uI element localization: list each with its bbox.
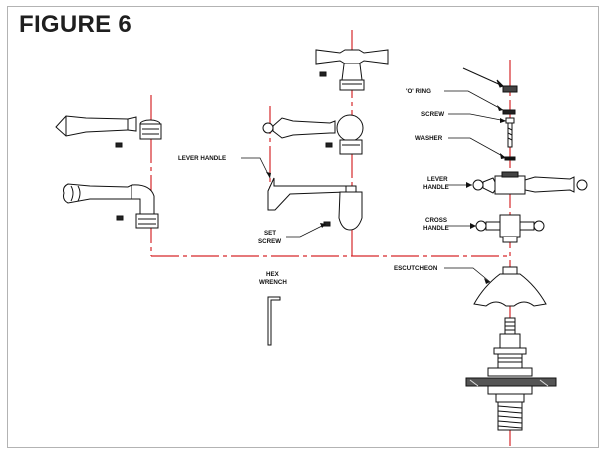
screw xyxy=(505,117,515,148)
set-screw-label-line1: SET xyxy=(264,230,276,237)
right-cap xyxy=(462,67,518,93)
right-cross-handle xyxy=(475,214,545,243)
o-ring-label: 'O' RING xyxy=(406,88,431,95)
washer xyxy=(504,156,516,161)
left-lever-handle-lower xyxy=(63,183,159,229)
o-ring xyxy=(502,109,516,115)
middle-lever-handle-elbow xyxy=(267,177,363,231)
hex-wrench-label-line2: WRENCH xyxy=(259,279,287,286)
set-screw-label-line2: SCREW xyxy=(258,238,281,245)
right-lever-handle xyxy=(472,171,588,195)
left-lever-handle-upper xyxy=(55,115,162,148)
figure-title: FIGURE 6 xyxy=(19,11,133,38)
top-cross-handle xyxy=(315,49,389,91)
valve-body xyxy=(465,317,557,431)
washer-label: WASHER xyxy=(415,135,443,142)
middle-lever-handle xyxy=(262,114,364,155)
cross-handle-label-line2: HANDLE xyxy=(423,225,449,232)
hex-wrench-label-line1: HEX xyxy=(266,271,280,278)
center-lines xyxy=(150,30,511,446)
leader-arrows xyxy=(266,105,506,284)
cross-handle-label-line1: CROSS xyxy=(425,217,447,224)
lever-handle-right-label-line1: LEVER xyxy=(427,176,448,183)
lever-handle-center-label: LEVER HANDLE xyxy=(178,155,226,162)
figure-border xyxy=(7,6,599,448)
escutcheon-label: ESCUTCHEON xyxy=(394,265,438,272)
hex-wrench xyxy=(267,296,281,346)
lever-handle-right-label-line2: HANDLE xyxy=(423,184,449,191)
escutcheon xyxy=(473,266,547,307)
screw-label: SCREW xyxy=(421,111,444,118)
